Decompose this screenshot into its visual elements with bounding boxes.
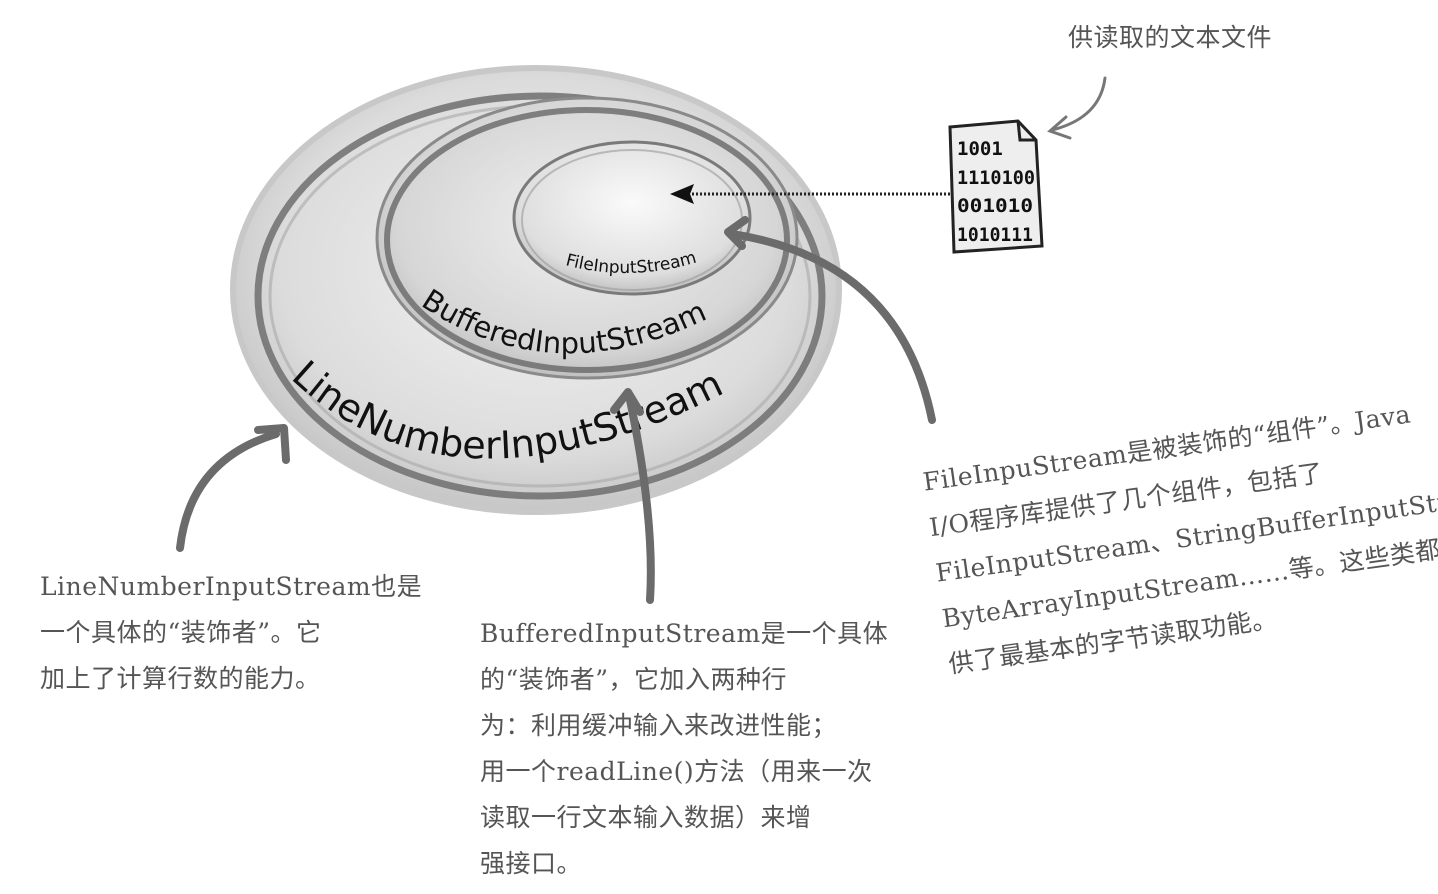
file-input-note-arrow — [724, 216, 936, 424]
buffered-note-arrow — [610, 388, 655, 604]
note-line: 的“装饰者”，它加入两种行 — [480, 665, 788, 694]
file-bits-line: 1001 — [957, 138, 1003, 160]
file-flow-arrow — [670, 184, 950, 204]
note-line: 强接口。 — [480, 849, 583, 878]
line-number-note-arrow — [176, 424, 290, 552]
text-file-label: 供读取的文本文件 — [1068, 23, 1273, 52]
note-line: 读取一行文本输入数据）来增 — [480, 803, 812, 832]
file-bits-line: 1110100 — [957, 167, 1035, 189]
note-line: LineNumberInputStream也是 — [40, 572, 423, 601]
file-label-arrow — [1047, 76, 1107, 140]
text-file-icon: 1001 1110100 001010 1010111 — [948, 119, 1044, 254]
note-line: 用一个readLine()方法（用来一次 — [480, 757, 873, 786]
file-bits-line: 1010111 — [957, 224, 1033, 246]
note-line: BufferedInputStream是一个具体 — [480, 619, 889, 648]
note-line: 一个具体的“装饰者”。它 — [40, 618, 322, 647]
note-line: 加上了计算行数的能力。 — [40, 664, 321, 693]
note-line: 为：利用缓冲输入来改进性能； — [480, 711, 838, 740]
line-number-note: LineNumberInputStream也是 一个具体的“装饰者”。它 加上了… — [40, 564, 422, 702]
file-bits-line: 001010 — [957, 195, 1033, 217]
buffered-note: BufferedInputStream是一个具体 的“装饰者”，它加入两种行 为… — [480, 611, 888, 887]
